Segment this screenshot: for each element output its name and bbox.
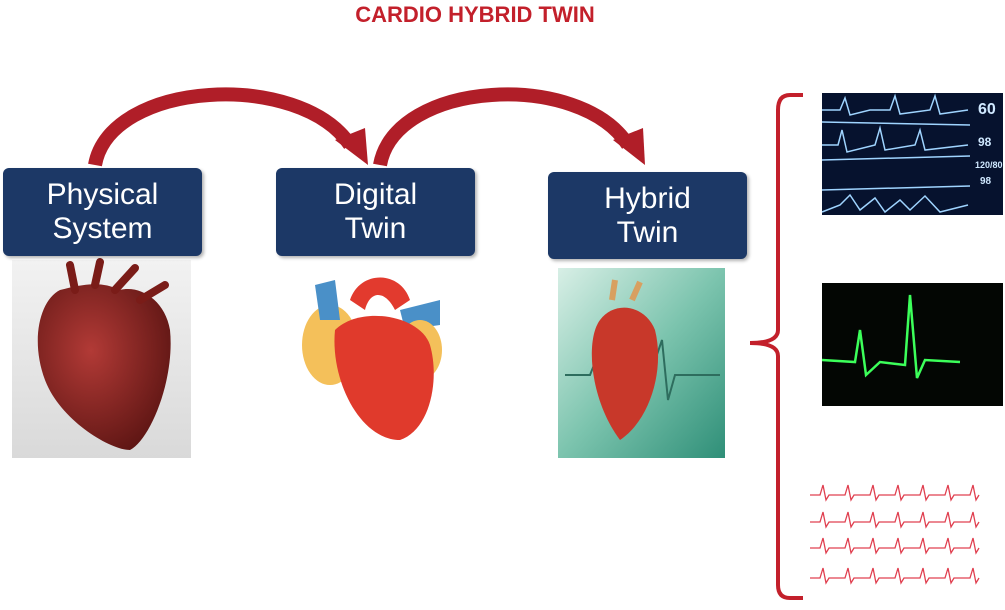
diagram-title: CARDIO HYBRID TWIN: [355, 2, 595, 27]
stage-label: Hybrid: [604, 181, 691, 215]
ecg-strip: [810, 511, 980, 529]
monitor-readout: 60: [978, 101, 996, 118]
ecg-strip: [810, 484, 980, 502]
bracket: [749, 93, 803, 600]
ecg-strip: [810, 537, 980, 555]
stage-label: Physical: [46, 178, 159, 211]
red-ecg-strips-image: [810, 484, 980, 585]
stage-label: Twin: [344, 212, 407, 245]
anatomical-heart-image: [12, 258, 191, 458]
green-ecg-image: [821, 283, 1003, 406]
stage-label: Twin: [616, 215, 679, 249]
arrow-digital-to-hybrid: [373, 87, 645, 167]
cartoon-heart-image: [302, 277, 442, 440]
ecg-strip: [810, 567, 980, 585]
monitor-readout: 120/80: [975, 160, 1003, 170]
monitor-readout: 98: [978, 135, 992, 149]
stage-box-physical-system: Physical System: [3, 168, 202, 256]
patient-monitor-image: 60 98 120/80 98: [821, 93, 1003, 215]
stage-label: Digital: [333, 178, 418, 211]
monitor-readout: 98: [980, 176, 992, 187]
arrow-physical-to-digital: [88, 87, 368, 167]
stage-label: System: [52, 212, 153, 245]
hybrid-heart-ecg-image: [558, 268, 725, 458]
stage-box-hybrid-twin: Hybrid Twin: [548, 172, 747, 259]
stage-box-digital-twin: Digital Twin: [276, 168, 475, 256]
